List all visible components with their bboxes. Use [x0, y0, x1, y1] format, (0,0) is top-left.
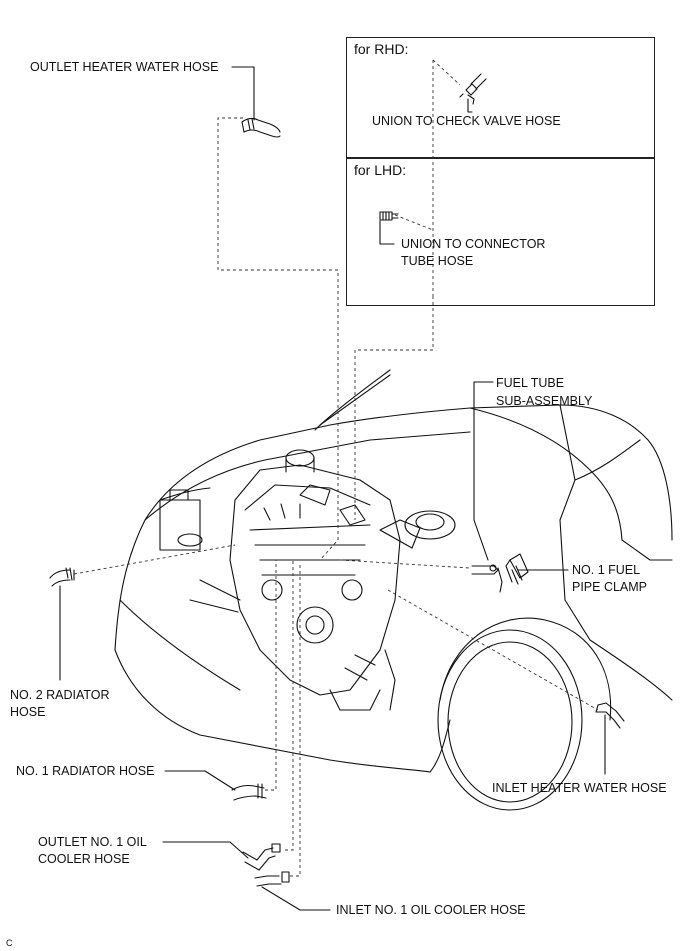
- engine-assembly: [189, 464, 421, 711]
- outlet-heater-water-hose-label: OUTLET HEATER WATER HOSE: [30, 60, 219, 74]
- fuel-tube-label-line1: FUEL TUBE: [496, 376, 565, 390]
- inset-lhd-box: [346, 158, 655, 306]
- outlet-no1-oil-cooler-hose-label-line1: OUTLET NO. 1 OIL: [38, 835, 147, 849]
- outlet-no1-oil-cooler-hose-part: [242, 843, 281, 871]
- no2-radiator-hose-label-line1: NO. 2 RADIATOR: [10, 688, 110, 702]
- no1-fuel-pipe-clamp-label-line2: PIPE CLAMP: [572, 580, 648, 594]
- union-check-valve-hose-icon: [459, 73, 487, 105]
- no1-fuel-pipe-clamp-label-line1: NO. 1 FUEL: [572, 563, 641, 577]
- inlet-no1-oil-cooler-hose-label: INLET NO. 1 OIL COOLER HOSE: [336, 903, 526, 917]
- no1-fuel-pipe-clamp-part: [505, 553, 529, 585]
- union-check-valve-hose-label: UNION TO CHECK VALVE HOSE: [372, 114, 561, 128]
- corner-mark: C: [6, 938, 13, 948]
- inset-rhd-title: for RHD:: [354, 41, 409, 57]
- leader-fuel-tube: [473, 381, 494, 561]
- no2-radiator-hose-label-line2: HOSE: [10, 705, 46, 719]
- inlet-heater-water-hose-label: INLET HEATER WATER HOSE: [492, 781, 667, 795]
- no1-radiator-hose-part: [231, 783, 267, 801]
- dashed-connection-lines: [73, 59, 599, 877]
- union-connector-tube-hose-label-line2: TUBE HOSE: [401, 254, 474, 268]
- no2-radiator-hose-part: [49, 567, 75, 587]
- no1-radiator-hose-label: NO. 1 RADIATOR HOSE: [16, 764, 155, 778]
- inlet-heater-water-hose-part: [595, 702, 625, 729]
- leader-inlet-oil-cooler: [261, 886, 331, 911]
- vehicle-body-outline: [114, 369, 673, 811]
- inset-rhd-box: [346, 37, 655, 158]
- union-connector-tube-hose-icon: [379, 211, 399, 221]
- leader-outlet-oil-cooler: [162, 841, 249, 859]
- leader-no1-radiator-hose: [164, 770, 236, 791]
- inset-lhd-title: for LHD:: [354, 162, 407, 178]
- outlet-heater-water-hose-part: [241, 117, 281, 138]
- union-connector-tube-hose-label-line1: UNION TO CONNECTOR: [401, 237, 546, 251]
- fuel-tube-label-line2: SUB-ASSEMBLY: [496, 394, 593, 408]
- inlet-no1-oil-cooler-hose-part: [254, 871, 290, 887]
- fuel-tube-part: [471, 564, 503, 593]
- outlet-no1-oil-cooler-hose-label-line2: COOLER HOSE: [38, 852, 130, 866]
